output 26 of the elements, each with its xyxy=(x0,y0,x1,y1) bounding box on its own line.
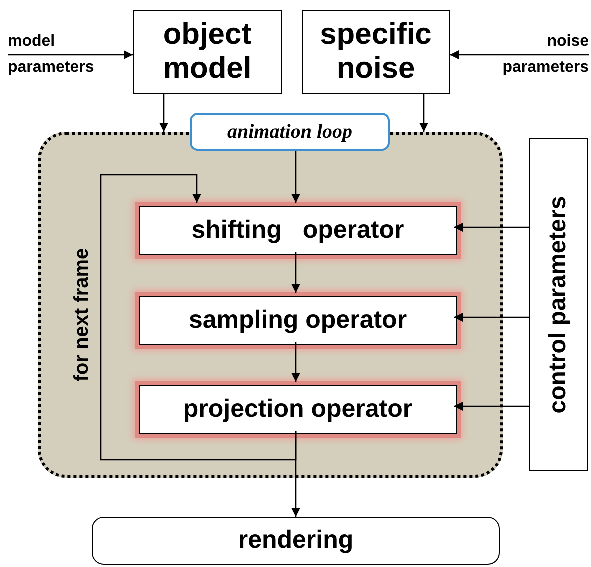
arrow xyxy=(292,151,300,203)
arrow xyxy=(100,174,297,461)
arrow xyxy=(454,223,529,232)
box-label: object model xyxy=(162,18,253,86)
arrow xyxy=(160,94,168,132)
loop-title-box xyxy=(190,113,390,151)
arrow xyxy=(8,50,133,60)
box-label: rendering xyxy=(238,525,354,556)
arrow xyxy=(292,342,300,382)
process-box xyxy=(302,10,450,94)
box-label: animation loop xyxy=(227,120,353,145)
input-text: noise parameters xyxy=(502,32,589,78)
box-label: control parameters xyxy=(544,196,572,414)
box-label: projection operator xyxy=(183,394,413,425)
output-box xyxy=(92,517,500,565)
arrow xyxy=(292,252,300,293)
arrow xyxy=(450,50,589,60)
input-text: model parameters xyxy=(8,32,96,78)
arrow xyxy=(420,94,428,132)
arrow xyxy=(454,402,529,411)
arrow xyxy=(454,313,529,322)
box-label: specific noise xyxy=(319,18,433,86)
process-box xyxy=(133,10,282,94)
box-label: shifting operator xyxy=(192,214,404,246)
parameter-box xyxy=(529,138,588,471)
box-label: sampling operator xyxy=(188,304,408,336)
